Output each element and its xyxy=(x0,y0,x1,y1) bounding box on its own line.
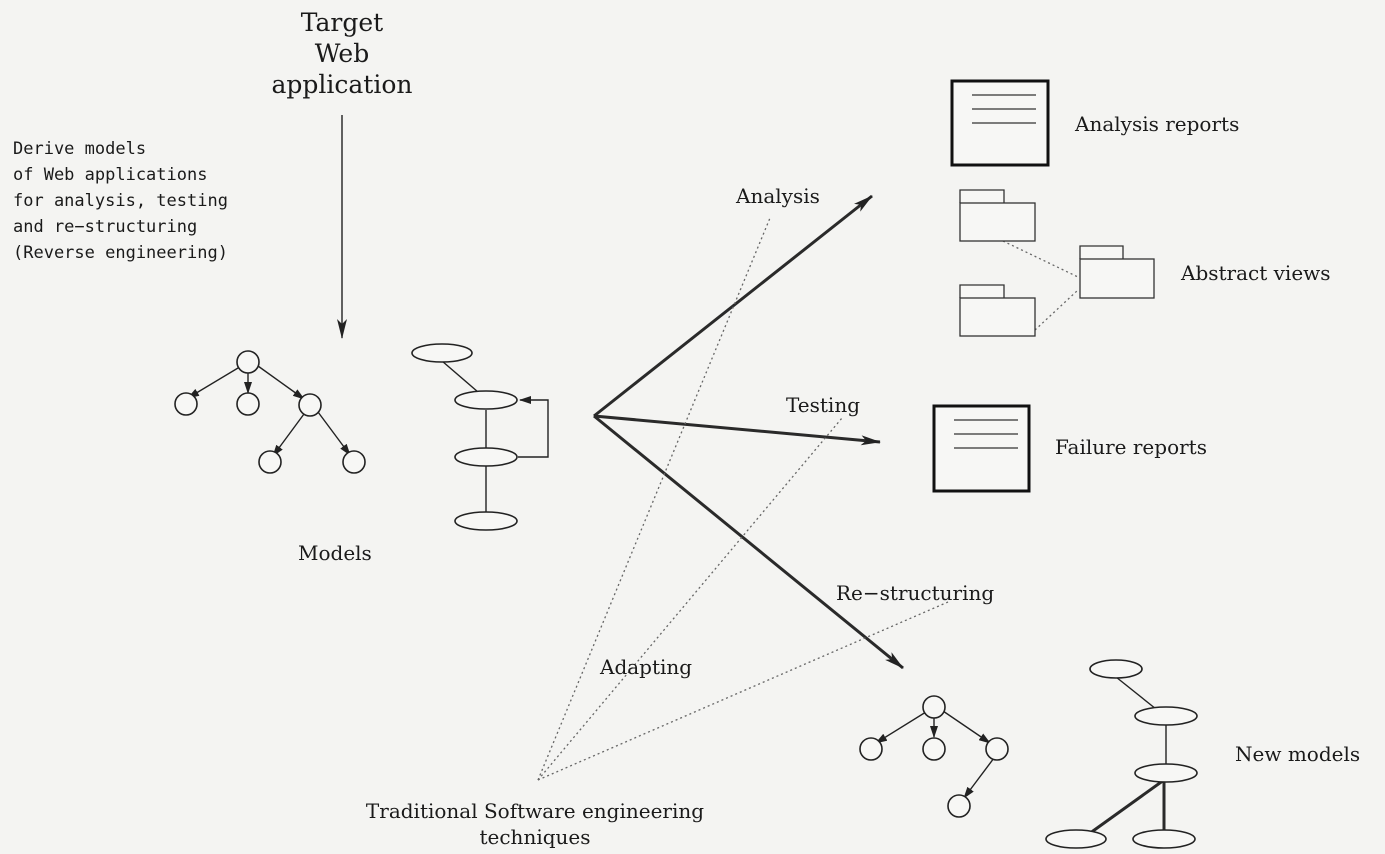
failure-report-icon xyxy=(932,404,1031,493)
tree-node xyxy=(859,737,883,761)
graph-node xyxy=(1089,659,1143,679)
analysis-label: Analysis xyxy=(736,184,820,208)
tree-node xyxy=(258,450,282,474)
graph-node xyxy=(454,447,518,467)
graph-node xyxy=(1134,763,1198,783)
graph-node xyxy=(1132,829,1196,849)
tree-node xyxy=(174,392,198,416)
tree-node xyxy=(985,737,1009,761)
tree-node xyxy=(922,695,946,719)
new-models-label: New models xyxy=(1235,742,1361,766)
derive-models-note: Derive models of Web applications for an… xyxy=(13,139,228,263)
tree-node xyxy=(236,392,260,416)
analysis-reports-label: Analysis reports xyxy=(1075,112,1240,136)
abstract-views-icon xyxy=(959,189,1155,337)
models-label: Models xyxy=(298,541,372,565)
testing-label: Testing xyxy=(786,393,861,417)
target-web-application-label: Target Web application xyxy=(271,8,413,99)
new-models-graph xyxy=(1045,659,1198,849)
graph-node xyxy=(1134,706,1198,726)
graph-node xyxy=(1045,829,1107,849)
failure-reports-label: Failure reports xyxy=(1055,435,1207,459)
analysis-report-icon xyxy=(950,79,1050,167)
adapting-line-testing xyxy=(537,417,843,781)
tree-node xyxy=(922,737,946,761)
abstract-views-label: Abstract views xyxy=(1181,261,1331,285)
graph-node xyxy=(411,343,473,363)
tree-node xyxy=(947,794,971,818)
adapting-line-analysis xyxy=(537,217,771,781)
graph-node xyxy=(454,390,518,410)
tree-node xyxy=(342,450,366,474)
new-models-tree xyxy=(859,695,1009,818)
restructuring-label: Re−structuring xyxy=(836,581,995,605)
tree-node xyxy=(236,350,260,374)
adapting-line-restructuring xyxy=(537,601,949,781)
tree-node xyxy=(298,393,322,417)
graph-node xyxy=(454,511,518,531)
traditional-techniques-label: Traditional Software engineering techniq… xyxy=(365,799,705,849)
models-graph xyxy=(411,343,549,531)
restructuring-arrow xyxy=(593,414,904,670)
testing-arrow xyxy=(593,414,881,446)
models-tree xyxy=(174,350,366,474)
adapting-label: Adapting xyxy=(600,655,693,679)
analysis-arrow xyxy=(593,194,873,418)
